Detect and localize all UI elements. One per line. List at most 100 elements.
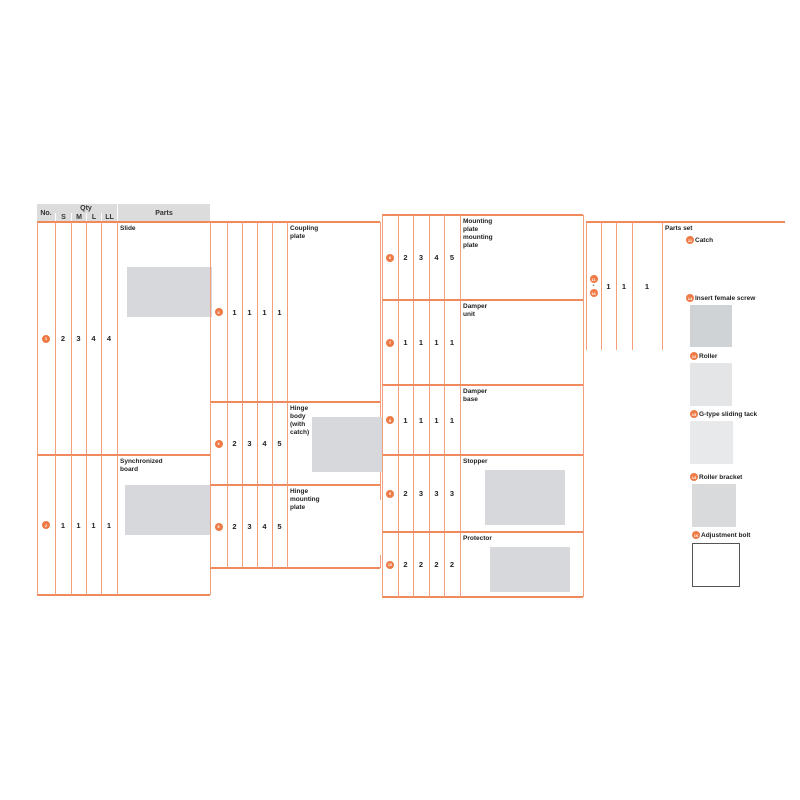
range-separator: - [592,283,595,289]
column-divider [583,300,584,385]
column-divider [444,455,445,532]
parts-set-number-cell: 11-16 [586,222,601,350]
column-divider [398,532,399,597]
qty-s: 1 [232,307,237,317]
item-number-badge: 16 [589,289,598,297]
column-divider [86,222,87,455]
item-number-badge: 15 [690,410,698,418]
item-number-cell: 10 [382,532,398,597]
item-number-badge: 2 [42,521,50,529]
row-divider [210,221,380,223]
item-number-cell: 1 [37,222,55,455]
part-image [690,246,735,288]
qty-s: 2 [232,522,237,531]
qty-m: 1 [418,415,424,425]
column-divider [55,455,56,595]
column-divider [601,222,602,350]
qty-s: 2 [403,253,408,262]
item-number-badge: 5 [214,522,223,531]
column-divider [616,222,617,350]
column-divider [227,402,228,485]
item-number-cell: 8 [382,385,398,455]
qty-m: 1 [247,307,252,317]
part-image [690,421,733,464]
column-divider [86,455,87,595]
qty-m: 3 [247,439,252,448]
qty-l: 1 [434,338,439,347]
parts-set-item-name: Adjustment bolt [701,531,751,539]
header-size: S [55,213,71,222]
row-divider [210,484,380,486]
column-divider [398,300,399,385]
column-divider [460,455,461,532]
column-divider [210,485,211,568]
qty-m: 3 [418,489,424,498]
column-divider [583,532,584,597]
qty-ll: 4 [106,334,112,343]
part-image [690,305,732,347]
column-divider [101,222,102,455]
column-divider [444,215,445,300]
part-image [495,233,545,288]
row-divider [382,454,583,456]
qty-l: 4 [434,253,439,262]
qty-ll: 2 [449,560,455,569]
qty-s: 2 [60,334,66,343]
item-number-badge: 4 [214,439,223,448]
item-number-badge: 8 [386,416,394,424]
column-divider [242,402,243,485]
column-divider [227,222,228,402]
column-divider [586,222,587,350]
row-divider [210,567,380,569]
column-divider [460,385,461,455]
header-parts: Parts [117,204,210,222]
column-divider [287,485,288,568]
column-divider [272,402,273,485]
qty-ll: 1 [449,415,455,425]
column-divider [117,455,118,595]
column-divider [227,485,228,568]
column-divider [444,385,445,455]
part-image [485,470,565,525]
parts-set-qty: 1 [606,281,611,291]
qty-s: 2 [232,439,237,448]
parts-set-item-name: Roller bracket [699,473,743,481]
part-image [485,407,565,452]
item-number-badge: 12 [690,352,698,360]
row-divider [37,594,210,596]
item-number-badge: 9 [386,489,394,498]
column-divider [257,485,258,568]
item-number-cell: 3 [210,222,227,402]
column-divider [460,300,461,385]
qty-s: 2 [403,489,408,498]
item-number-cell: 7 [382,300,398,385]
column-divider [429,455,430,532]
column-divider [287,222,288,402]
part-name: Hinge body (with catch) [290,405,310,436]
part-name: Mounting plate mounting plate [463,218,493,249]
item-number-cell: 6 [382,215,398,300]
column-divider [382,455,383,532]
qty-m: 1 [418,338,424,347]
header-size: L [86,213,101,222]
column-divider [583,385,584,455]
column-divider [382,385,383,455]
row-divider [586,221,785,223]
item-number-badge: 3 [214,308,223,316]
row-divider [382,596,583,598]
column-divider [37,455,38,595]
parts-set-item-name: Insert female screw [695,294,756,302]
qty-ll: 5 [449,253,455,262]
row-divider [210,401,380,403]
column-divider [662,222,663,350]
part-name: Protector [463,535,492,542]
qty-ll: 3 [449,489,455,498]
part-name: Stopper [463,458,488,465]
part-image [127,267,212,317]
qty-m: 3 [76,334,81,343]
qty-ll: 1 [106,520,112,530]
qty-l: 1 [262,307,267,317]
column-divider [382,532,383,597]
parts-set-item-name: Roller [699,352,718,360]
